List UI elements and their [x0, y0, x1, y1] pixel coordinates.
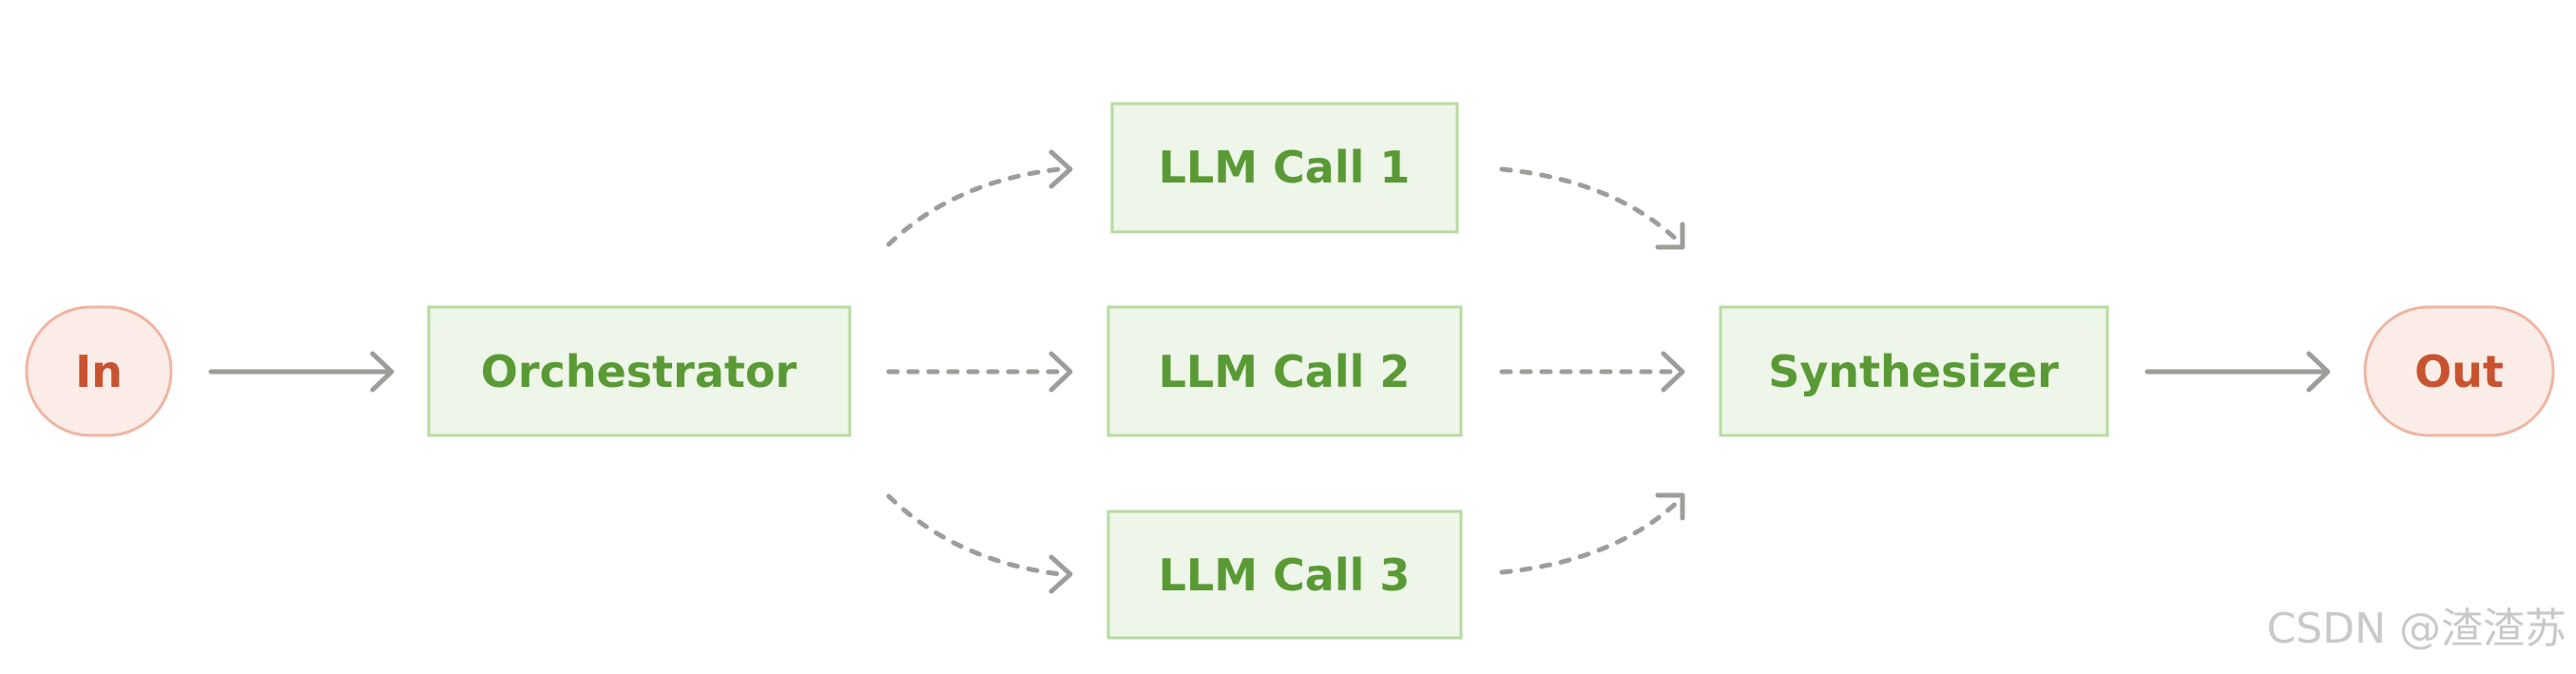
- llm-call-2-label: LLM Call 2: [1159, 346, 1411, 397]
- synthesizer-node-label: Synthesizer: [1768, 346, 2059, 397]
- orchestrator-node-label: Orchestrator: [481, 346, 798, 397]
- watermark: CSDN @渣渣苏: [2267, 605, 2566, 653]
- edge-orchestrator-to-llm-call-2: [886, 351, 1073, 393]
- output-node-label: Out: [2414, 346, 2504, 397]
- orchestrator-node: Orchestrator: [427, 305, 852, 437]
- edge-in-to-orchestrator: [208, 351, 394, 393]
- output-node: Out: [2363, 305, 2555, 437]
- input-node-label: In: [75, 346, 123, 397]
- llm-call-2-node: LLM Call 2: [1106, 305, 1463, 437]
- llm-call-1-node: LLM Call 1: [1110, 102, 1459, 234]
- edge-llm-call-3-to-synthesizer: [1499, 492, 1685, 575]
- edge-orchestrator-to-llm-call-1: [886, 149, 1073, 247]
- input-node: In: [25, 305, 173, 437]
- edge-llm-call-2-to-synthesizer: [1499, 351, 1685, 393]
- llm-call-3-label: LLM Call 3: [1159, 549, 1411, 601]
- llm-call-1-label: LLM Call 1: [1159, 142, 1411, 193]
- edge-synthesizer-to-out: [2144, 351, 2331, 393]
- synthesizer-node: Synthesizer: [1719, 305, 2109, 437]
- edge-orchestrator-to-llm-call-3: [886, 493, 1073, 594]
- edge-llm-call-1-to-synthesizer: [1499, 166, 1685, 250]
- llm-call-3-node: LLM Call 3: [1106, 510, 1463, 640]
